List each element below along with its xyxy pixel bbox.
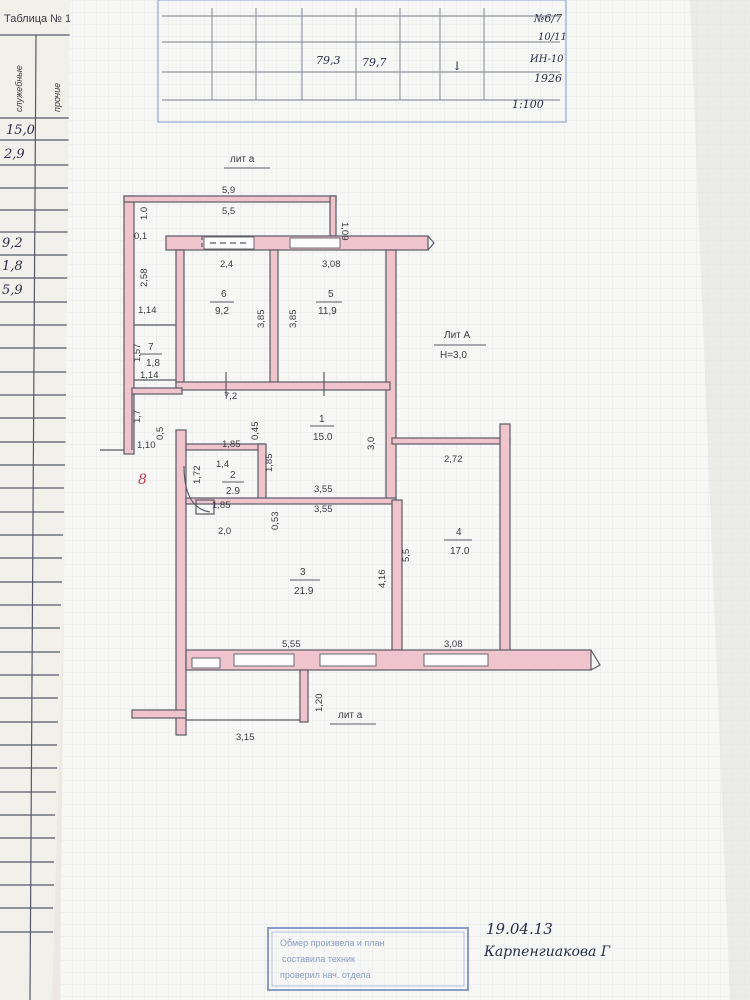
dimension-label: 0,53 — [270, 512, 281, 531]
lit-label-main: Лит А — [444, 330, 471, 341]
dimension-label: 3,55 — [314, 504, 333, 515]
room-area: 2.9 — [226, 486, 240, 497]
dimension-label: 5,5 — [401, 549, 412, 562]
left-col-other: прочие — [52, 83, 62, 112]
lit-label-top: лит а — [230, 154, 255, 165]
left-value: 1,8 — [2, 259, 23, 274]
dimension-label: 7,2 — [224, 391, 237, 402]
dimension-label: 3,0 — [366, 437, 377, 450]
left-sheet-title: Таблица № 1 — [4, 13, 71, 25]
dimension-label: 1,4 — [216, 459, 229, 470]
room-area: 15.0 — [313, 432, 333, 443]
dimension-label: 1,14 — [140, 370, 159, 381]
table-mark: ↓ — [452, 59, 462, 73]
height-label: Н=3,0 — [440, 350, 467, 361]
room-number: 2 — [230, 470, 236, 481]
room-number: 3 — [300, 567, 306, 578]
dimension-label: 3,85 — [288, 310, 299, 329]
dimension-label: 1,85 — [222, 439, 241, 450]
left-sheet-grid — [0, 34, 80, 1000]
dimension-label: 1,14 — [138, 305, 157, 316]
room-area: 9,2 — [215, 306, 229, 317]
dimension-label: 1,09 — [339, 222, 350, 241]
dimension-label: 2,4 — [220, 259, 233, 270]
room-area: 11,9 — [318, 306, 337, 317]
dimension-label: 5,9 — [222, 185, 235, 196]
plan-windows — [191, 236, 489, 669]
dimension-label: 1,57 — [132, 344, 143, 363]
dimension-label: 1,85 — [264, 454, 275, 473]
table-note: 10/11 — [538, 32, 567, 43]
dimension-label: 2,72 — [444, 454, 463, 465]
signature-date: 19.04.13 — [486, 920, 553, 938]
dimension-label: 1,85 — [212, 500, 231, 511]
dimension-label: 3,08 — [322, 259, 341, 270]
stamp-line: Обмер произвела и план — [280, 938, 384, 948]
room-area: 1,8 — [146, 358, 160, 369]
plan-outline — [100, 235, 601, 721]
dimension-label: 1,7 — [132, 410, 143, 423]
left-value: 15,0 — [6, 123, 35, 138]
dimension-label: 3,08 — [444, 639, 463, 650]
main-sheet — [60, 0, 750, 1000]
dimension-label: 1,10 — [137, 440, 156, 451]
room-number: 1 — [319, 414, 325, 425]
dimension-label: 4,16 — [377, 570, 388, 589]
room-number: 5 — [328, 289, 334, 300]
dimension-label: 2,58 — [139, 269, 150, 288]
dimension-label: 0,1 — [134, 231, 147, 242]
dimension-label: 3,85 — [256, 310, 267, 329]
stamp-line: проверил нач. отдела — [280, 970, 371, 980]
dimension-label: 2,0 — [218, 526, 231, 537]
dimension-label: 5,55 — [282, 639, 301, 650]
dimension-label: 0,5 — [155, 427, 166, 440]
dimension-label: 5,5 — [222, 206, 235, 217]
signature: Карпенгиакова Г — [483, 944, 611, 960]
dimension-label: 0,45 — [250, 422, 261, 441]
room-number: 4 — [456, 527, 462, 538]
left-value: 2,9 — [3, 147, 25, 162]
left-value: 5,9 — [2, 283, 23, 298]
room-area: 21.9 — [294, 586, 314, 597]
footer: Обмер произвела и план составила техник … — [267, 920, 611, 991]
dimension-label: 1,20 — [314, 694, 325, 713]
area-total: 79,3 — [316, 54, 341, 67]
red-handwritten-mark: 8 — [138, 472, 147, 488]
dimension-label: 1.0 — [139, 207, 150, 220]
table-note: ИН-10 — [529, 54, 564, 65]
top-table: 79,3 79,7 ↓ №6/7 10/11 ИН-10 1926 1:100 — [157, 0, 567, 123]
table-year: 1926 — [534, 72, 562, 85]
table-note: №6/7 — [533, 12, 562, 25]
area-living: 79,7 — [362, 56, 387, 69]
stamp-line: составила техник — [282, 954, 355, 964]
table-scale: 1:100 — [512, 98, 544, 111]
room-number: 7 — [148, 342, 154, 353]
left-col-service: служебные — [14, 65, 24, 112]
room-number: 6 — [221, 289, 227, 300]
dimension-label: 3,15 — [236, 732, 255, 743]
floor-plan: лит а Лит А Н=3,0 лит а 6 9,2 5 11,9 7 1… — [100, 154, 601, 743]
left-value: 9,2 — [2, 236, 23, 251]
lit-label-bottom: лит а — [338, 710, 363, 721]
dimension-label: 1,72 — [192, 466, 203, 485]
dimension-label: 3,55 — [314, 484, 333, 495]
room-area: 17.0 — [450, 546, 470, 557]
